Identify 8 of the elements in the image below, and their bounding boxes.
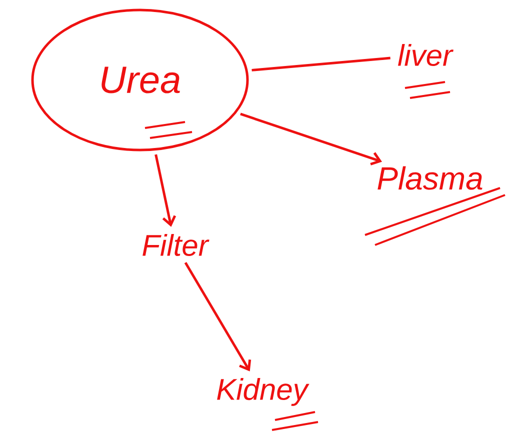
handwritten-word: Plasma <box>378 166 482 190</box>
arrow <box>154 154 176 227</box>
circled-word: Urea <box>31 8 249 152</box>
handwritten-word: Filter <box>142 234 210 256</box>
handwritten-word: liver <box>398 44 454 66</box>
arrow <box>184 262 252 372</box>
handwritten-word: Kidney <box>217 378 310 406</box>
arrow <box>240 112 382 166</box>
